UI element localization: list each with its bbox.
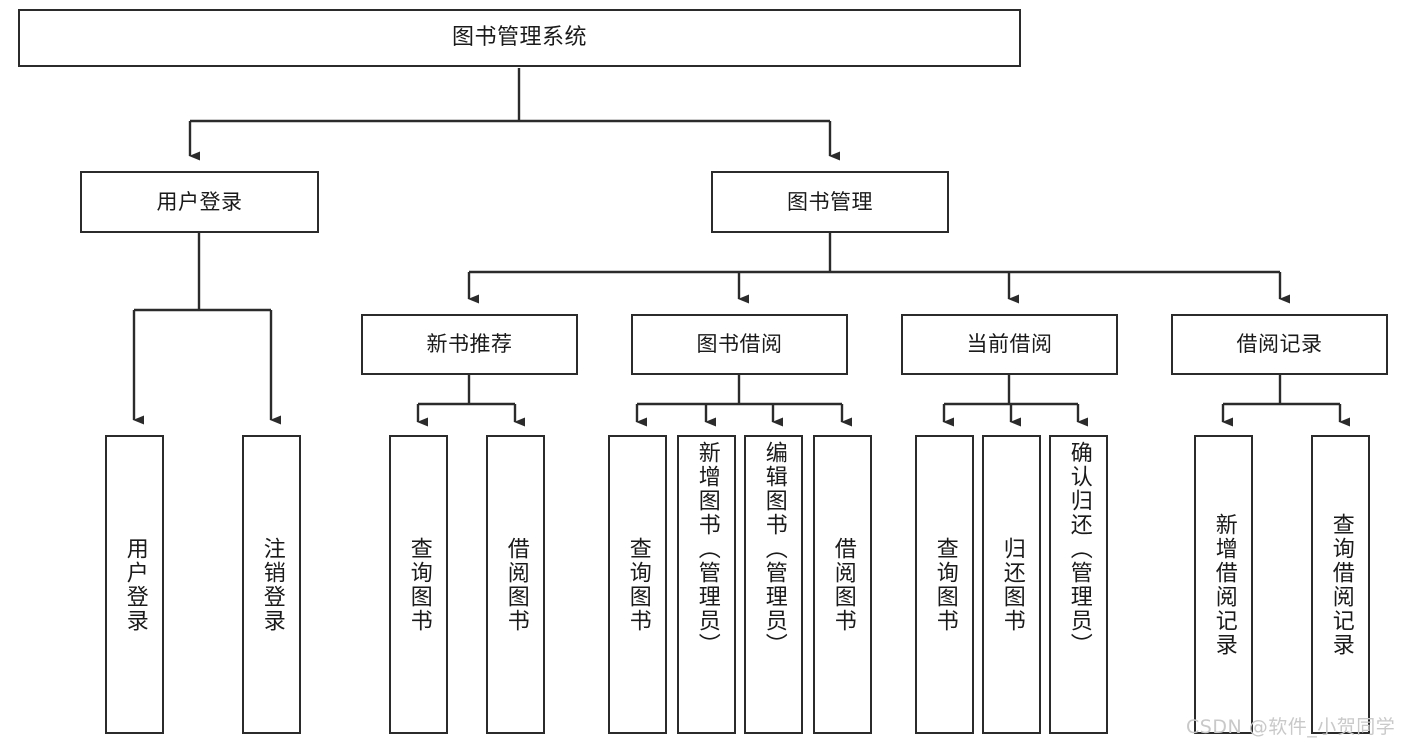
node-label: 借阅图书 [830,536,856,633]
node-label: 图书管理系统 [451,25,587,51]
leaf-user-login-login[interactable]: 用户登录 [105,435,164,734]
node-label: 借阅记录 [1236,332,1323,357]
node-label: 借阅图书 [503,536,529,633]
leaf-current-confirm-return-admin[interactable]: 确认归还（管理员） [1049,435,1108,734]
leaf-borrow-edit-book-admin[interactable]: 编辑图书（管理员） [744,435,803,734]
node-label: 新书推荐 [426,332,513,357]
node-borrow-record[interactable]: 借阅记录 [1171,314,1388,375]
leaf-current-return-book[interactable]: 归还图书 [982,435,1041,734]
leaf-recommend-query-book[interactable]: 查询图书 [389,435,448,734]
node-label: 编辑图书（管理员） [761,441,787,657]
node-new-book-recommend[interactable]: 新书推荐 [361,314,578,375]
node-label: 查询借阅记录 [1328,512,1354,657]
leaf-record-add-record[interactable]: 新增借阅记录 [1194,435,1253,734]
node-label: 归还图书 [999,536,1025,633]
node-label: 新增图书（管理员） [694,441,720,657]
leaf-user-login-logout[interactable]: 注销登录 [242,435,301,734]
node-label: 新增借阅记录 [1211,512,1237,657]
leaf-record-query-record[interactable]: 查询借阅记录 [1311,435,1370,734]
node-label: 查询图书 [932,536,958,633]
node-label: 图书管理 [787,189,873,214]
leaf-current-query-book[interactable]: 查询图书 [915,435,974,734]
node-label: 查询图书 [625,536,651,633]
node-label: 用户登录 [156,189,243,214]
node-user-login[interactable]: 用户登录 [80,171,319,233]
leaf-borrow-query-book[interactable]: 查询图书 [608,435,667,734]
node-label: 确认归还（管理员） [1066,441,1092,657]
node-label: 查询图书 [406,536,432,633]
leaf-recommend-borrow-book[interactable]: 借阅图书 [486,435,545,734]
node-label: 图书借阅 [696,332,783,357]
node-book-borrow[interactable]: 图书借阅 [631,314,848,375]
leaf-borrow-borrow-book[interactable]: 借阅图书 [813,435,872,734]
node-current-borrow[interactable]: 当前借阅 [901,314,1118,375]
leaf-borrow-add-book-admin[interactable]: 新增图书（管理员） [677,435,736,734]
node-label: 注销登录 [259,536,285,633]
watermark-text: CSDN @软件_小贺同学 [1186,716,1396,738]
node-label: 当前借阅 [966,332,1053,357]
node-label: 用户登录 [122,536,148,633]
node-root-library-system[interactable]: 图书管理系统 [18,9,1021,67]
node-book-management[interactable]: 图书管理 [711,171,949,233]
